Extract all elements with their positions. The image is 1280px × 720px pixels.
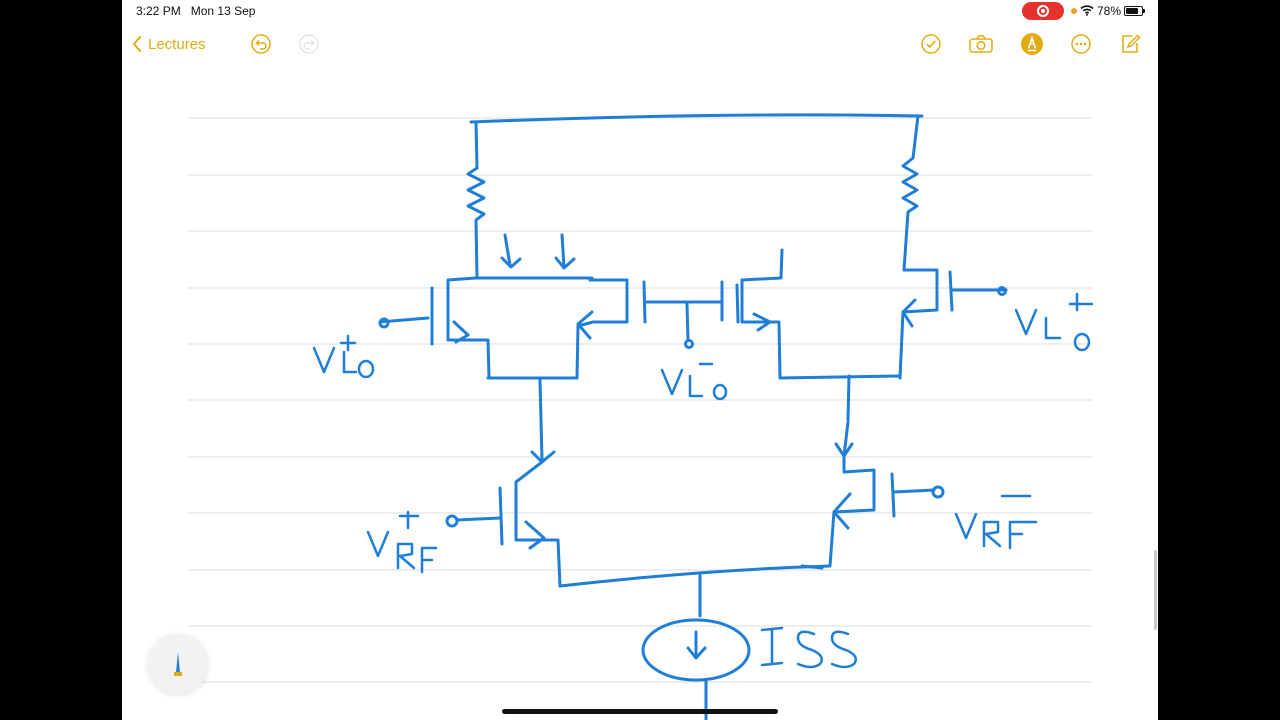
battery-percent: 78%: [1097, 4, 1122, 18]
handwritten-circuit-drawing[interactable]: [122, 60, 1158, 720]
notes-toolbar: Lectures: [122, 26, 1158, 62]
checklist-icon[interactable]: [918, 31, 944, 57]
more-icon[interactable]: [1068, 31, 1094, 57]
redo-icon[interactable]: [296, 31, 322, 57]
status-date: Mon 13 Sep: [190, 4, 256, 18]
compose-icon[interactable]: [1117, 31, 1143, 57]
undo-icon[interactable]: [248, 31, 274, 57]
mic-indicator-icon: [1071, 8, 1077, 14]
camera-icon[interactable]: [968, 31, 994, 57]
status-time: 3:22 PM: [136, 4, 181, 18]
ink-strokes: [378, 113, 1008, 720]
screen-record-icon[interactable]: [1022, 2, 1064, 20]
pencil-icon: [174, 652, 182, 676]
ipad-screen: 3:22 PM Mon 13 Sep 78% Lectures: [122, 0, 1158, 720]
battery-icon: [1124, 6, 1145, 16]
handwritten-labels: [312, 292, 1094, 669]
back-button-label: Lectures: [148, 35, 206, 53]
markup-pen-icon[interactable]: [1019, 31, 1045, 57]
scrollbar[interactable]: [1154, 550, 1157, 630]
status-bar: 3:22 PM Mon 13 Sep 78%: [122, 0, 1158, 22]
back-button[interactable]: Lectures: [132, 32, 206, 56]
notebook-rule-lines: [188, 117, 1092, 683]
chevron-left-icon: [133, 36, 141, 52]
wifi-icon: [1080, 4, 1094, 19]
home-indicator[interactable]: [502, 709, 778, 714]
apple-pencil-tool-button[interactable]: [148, 634, 208, 694]
status-time-date: 3:22 PM Mon 13 Sep: [136, 4, 255, 18]
